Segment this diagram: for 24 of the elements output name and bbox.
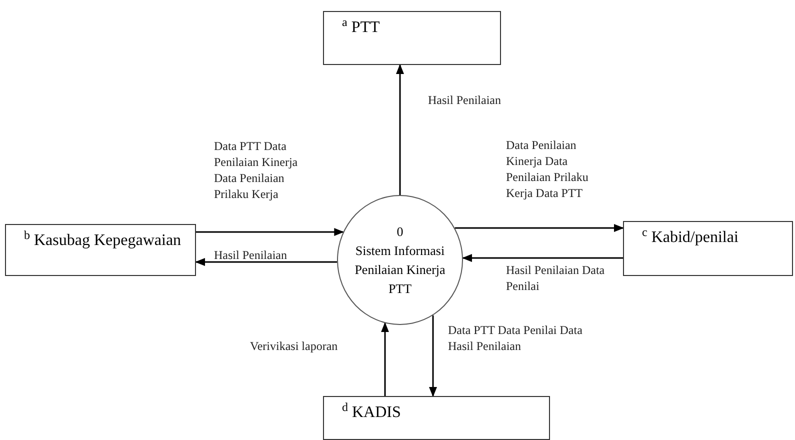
edge-label: Hasil Penilaian Data Penilai (506, 262, 606, 294)
edge-label: Verivikasi laporan (250, 338, 339, 354)
entity-box (323, 396, 550, 440)
arrow (396, 64, 404, 195)
entity-label: $^{a}$ PTT (342, 18, 381, 38)
entity-box (623, 221, 793, 276)
entity-label: $^{c}$ Kabid/penilai (642, 228, 740, 248)
process-number: 0 (396, 223, 404, 241)
entity-box (323, 11, 501, 65)
arrow (454, 224, 624, 232)
arrow (381, 322, 389, 396)
edge-label: Data PTT Data Penilaian Kinerja Data Penilaian Prilaku Kerja (214, 138, 299, 202)
entity-label: $^{b}$ Kasubag Kepegawaian (24, 231, 182, 251)
edge-label: Hasil Penilaian (214, 247, 288, 263)
entity-box (5, 224, 196, 276)
process-label: Sistem Informasi Penilaian Kinerja PTT (354, 242, 446, 298)
edge-label: Data Penilaian Kinerja Data Penilaian Prilaku Kerja Data PTT (506, 137, 590, 201)
arrow (195, 258, 338, 266)
entity-label: $^{d}$ KADIS (342, 403, 402, 423)
arrow (429, 315, 437, 397)
edge-label: Hasil Penilaian (428, 92, 502, 108)
arrow (196, 228, 344, 236)
arrow (462, 254, 623, 262)
edge-label: Data PTT Data Penilai Data Hasil Penilaian (448, 322, 584, 354)
